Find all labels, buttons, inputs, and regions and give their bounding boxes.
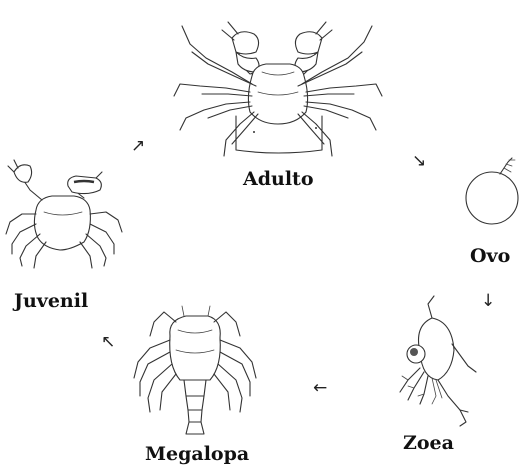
stage-label-ovo: Ovo: [470, 245, 510, 267]
juvenile-crab-illustration: [6, 160, 122, 268]
arrow-juvenil-to-adulto: ↗: [131, 138, 145, 155]
adult-crab-illustration: [174, 22, 382, 156]
stage-label-zoea: Zoea: [403, 432, 454, 454]
stage-label-adulto: Adulto: [243, 168, 314, 190]
arrow-ovo-to-zoea: ↓: [481, 293, 495, 310]
stage-label-megalopa: Megalopa: [145, 443, 249, 465]
stage-label-juvenil: Juvenil: [14, 290, 88, 312]
arrow-megalopa-to-juvenil: ↖: [101, 334, 115, 351]
megalopa-illustration: [134, 306, 256, 434]
egg-illustration: [466, 158, 518, 224]
arrow-zoea-to-megalopa: ←: [313, 380, 327, 397]
arrow-adulto-to-ovo: ↘: [412, 153, 426, 170]
zoea-illustration: [400, 296, 476, 426]
